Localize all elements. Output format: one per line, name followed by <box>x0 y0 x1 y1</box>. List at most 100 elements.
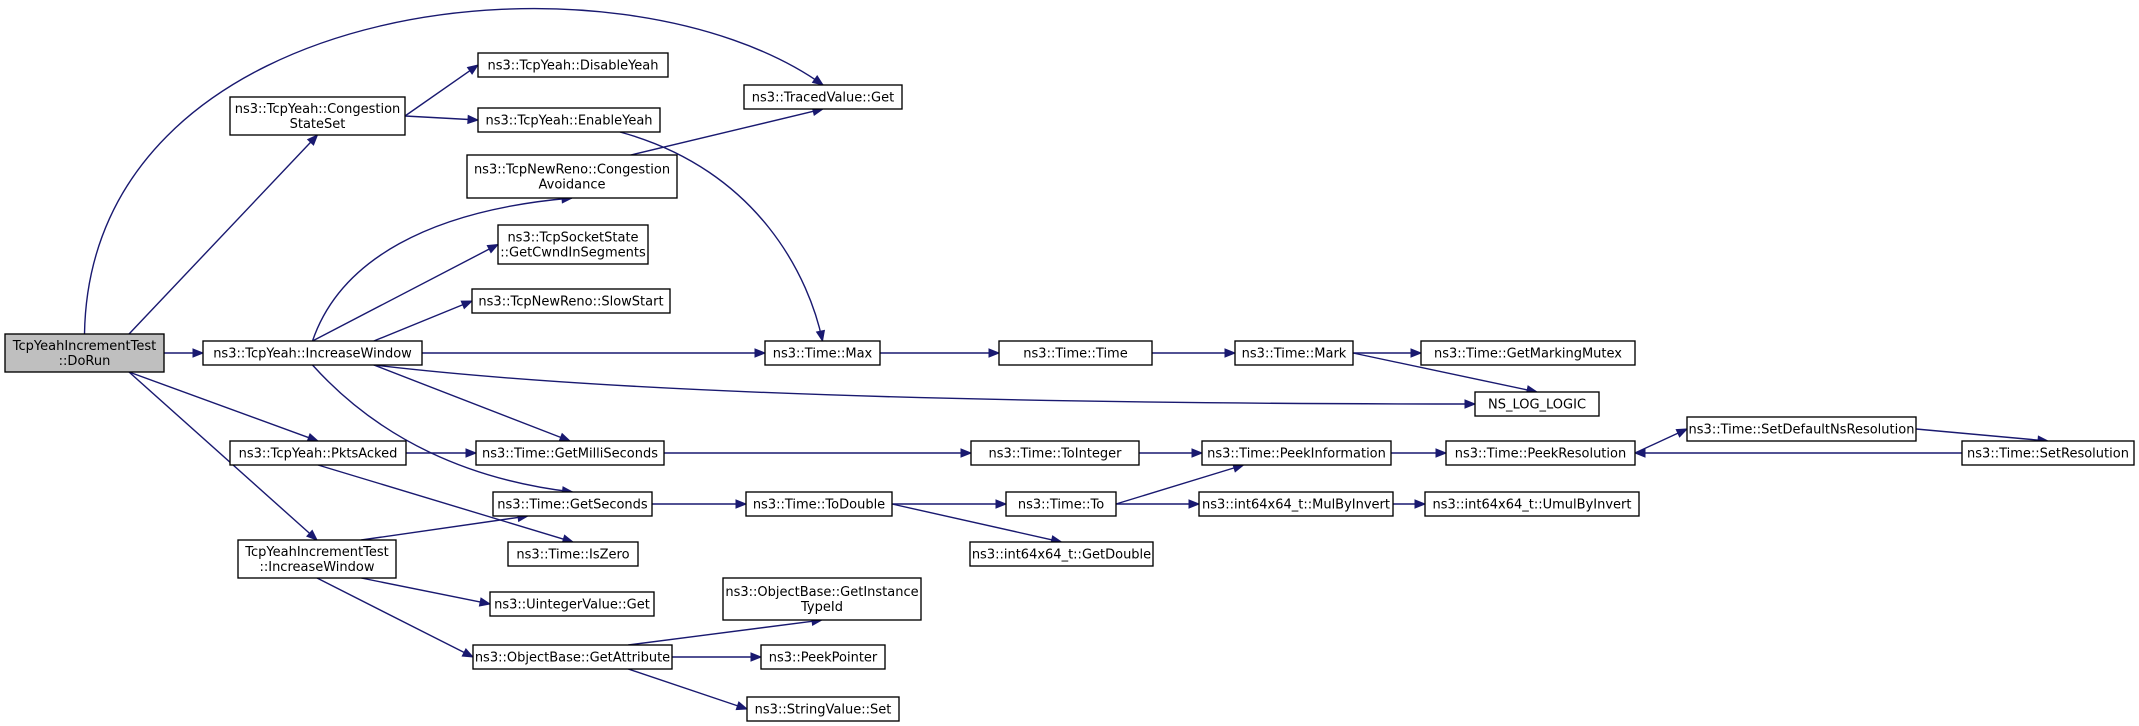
edge-incwin-to-getsec <box>311 364 573 493</box>
node-label: ns3::TcpYeah::Congestion <box>235 102 401 117</box>
node-box[interactable] <box>471 288 671 314</box>
node-box[interactable] <box>1201 440 1392 466</box>
node-box[interactable] <box>1424 491 1640 517</box>
node-box[interactable] <box>229 96 406 136</box>
node-dorun[interactable]: TcpYeahIncrementTest::DoRun <box>4 333 165 373</box>
node-box[interactable] <box>760 644 886 670</box>
node-box[interactable] <box>237 539 397 579</box>
node-box[interactable] <box>970 440 1140 466</box>
arrowhead-incwin-to-cwnd <box>486 243 500 254</box>
node-box[interactable] <box>1005 491 1117 517</box>
node-label: ns3::Time::SetResolution <box>1967 447 2129 462</box>
node-label: Avoidance <box>539 178 606 193</box>
node-incwin[interactable]: ns3::TcpYeah::IncreaseWindow <box>202 340 423 366</box>
arrowhead-tmark-to-mutex <box>1410 348 1423 358</box>
node-box[interactable] <box>497 224 649 265</box>
node-box[interactable] <box>202 340 423 366</box>
edge-testinc-to-getattr <box>316 577 466 654</box>
node-getsec[interactable]: ns3::Time::GetSeconds <box>492 491 653 517</box>
node-label: ns3::int64x64_t::MulByInvert <box>1202 498 1390 513</box>
node-box[interactable] <box>477 107 661 133</box>
edge-congavoid-to-tracedget <box>630 110 815 156</box>
node-label: ns3::TcpNewReno::Congestion <box>474 163 670 178</box>
node-box[interactable] <box>477 52 669 78</box>
node-pkts[interactable]: ns3::TcpYeah::PktsAcked <box>229 440 407 466</box>
node-box[interactable] <box>466 154 678 199</box>
node-label: ns3::int64x64_t::GetDouble <box>972 548 1151 563</box>
node-tracedget[interactable]: ns3::TracedValue::Get <box>743 84 903 110</box>
node-peekres[interactable]: ns3::Time::PeekResolution <box>1445 440 1636 466</box>
node-box[interactable] <box>1474 391 1600 417</box>
node-getms[interactable]: ns3::Time::GetMilliSeconds <box>475 440 665 466</box>
arrowhead-ttime-to-tmark <box>1224 348 1237 358</box>
arrowhead-dorun-to-testinc <box>306 529 319 541</box>
arrowhead-setres-to-peekres <box>1633 448 1646 458</box>
node-box[interactable] <box>1198 491 1394 517</box>
node-getattr[interactable]: ns3::ObjectBase::GetAttribute <box>472 644 673 670</box>
node-box[interactable] <box>4 333 165 373</box>
node-getdouble[interactable]: ns3::int64x64_t::GetDouble <box>969 541 1154 567</box>
node-toint[interactable]: ns3::Time::ToInteger <box>970 440 1140 466</box>
node-strset[interactable]: ns3::StringValue::Set <box>746 696 900 722</box>
node-mutex[interactable]: ns3::Time::GetMarkingMutex <box>1420 340 1636 366</box>
node-tmax[interactable]: ns3::Time::Max <box>764 340 881 366</box>
node-box[interactable] <box>229 440 407 466</box>
node-box[interactable] <box>475 440 665 466</box>
arrowhead-dorun-to-tracedget <box>811 75 825 86</box>
node-label: ::IncreaseWindow <box>259 560 374 575</box>
node-label: ns3::PeekPointer <box>769 651 878 666</box>
node-peekinfo[interactable]: ns3::Time::PeekInformation <box>1201 440 1392 466</box>
node-tmark[interactable]: ns3::Time::Mark <box>1234 340 1354 366</box>
node-peekptr[interactable]: ns3::PeekPointer <box>760 644 886 670</box>
node-mulinv[interactable]: ns3::int64x64_t::MulByInvert <box>1198 491 1394 517</box>
node-label: ns3::Time::To <box>1018 498 1104 513</box>
edge-dorun-to-pkts <box>128 371 310 439</box>
node-label: ns3::Time::GetMilliSeconds <box>482 447 658 462</box>
node-tto[interactable]: ns3::Time::To <box>1005 491 1117 517</box>
node-box[interactable] <box>1445 440 1636 466</box>
node-cwnd[interactable]: ns3::TcpSocketState::GetCwndInSegments <box>497 224 649 265</box>
arrowhead-todouble-to-tto <box>995 499 1008 509</box>
node-box[interactable] <box>1961 440 2135 466</box>
node-nslog[interactable]: NS_LOG_LOGIC <box>1474 391 1600 417</box>
node-label: ns3::int64x64_t::UmulByInvert <box>1433 498 1632 513</box>
node-setres[interactable]: ns3::Time::SetResolution <box>1961 440 2135 466</box>
node-iszero[interactable]: ns3::Time::IsZero <box>507 541 639 567</box>
node-box[interactable] <box>489 591 655 617</box>
node-uintget[interactable]: ns3::UintegerValue::Get <box>489 591 655 617</box>
arrowhead-testinc-to-getattr <box>461 648 475 658</box>
node-box[interactable] <box>1686 416 1917 442</box>
node-ttime[interactable]: ns3::Time::Time <box>998 340 1153 366</box>
node-slowstart[interactable]: ns3::TcpNewReno::SlowStart <box>471 288 671 314</box>
arrowhead-getsec-to-todouble <box>735 499 748 509</box>
node-umulinv[interactable]: ns3::int64x64_t::UmulByInvert <box>1424 491 1640 517</box>
edge-incwin-to-nslog <box>373 364 1476 405</box>
node-label: ns3::Time::GetMarkingMutex <box>1434 347 1622 362</box>
arrowhead-getms-to-toint <box>960 448 973 458</box>
edge-incwin-to-getms <box>373 364 562 439</box>
node-box[interactable] <box>722 577 922 621</box>
edge-enable-to-tmax <box>619 131 824 342</box>
node-box[interactable] <box>969 541 1154 567</box>
node-disable[interactable]: ns3::TcpYeah::DisableYeah <box>477 52 669 78</box>
node-enable[interactable]: ns3::TcpYeah::EnableYeah <box>477 107 661 133</box>
node-label: ns3::TcpYeah::PktsAcked <box>239 447 398 462</box>
node-box[interactable] <box>1234 340 1354 366</box>
node-setdef[interactable]: ns3::Time::SetDefaultNsResolution <box>1686 416 1917 442</box>
node-box[interactable] <box>507 541 639 567</box>
node-box[interactable] <box>743 84 903 110</box>
node-box[interactable] <box>764 340 881 366</box>
node-box[interactable] <box>472 644 673 670</box>
node-label: ns3::Time::Time <box>1023 347 1127 362</box>
edge-incwin-to-congavoid <box>311 197 573 342</box>
node-box[interactable] <box>746 696 900 722</box>
node-box[interactable] <box>492 491 653 517</box>
node-box[interactable] <box>998 340 1153 366</box>
node-todouble[interactable]: ns3::Time::ToDouble <box>745 491 893 517</box>
node-box[interactable] <box>745 491 893 517</box>
node-testinc[interactable]: TcpYeahIncrementTest::IncreaseWindow <box>237 539 397 579</box>
node-box[interactable] <box>1420 340 1636 366</box>
